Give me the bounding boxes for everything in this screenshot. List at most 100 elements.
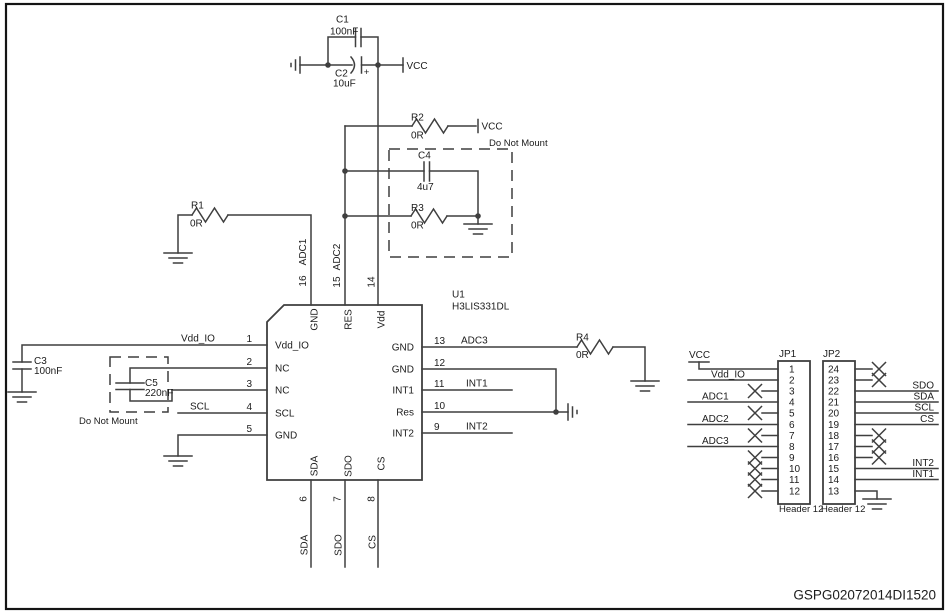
resistor-r3-symbol xyxy=(409,207,449,225)
wire-adc1-pin16 xyxy=(227,214,312,306)
r3-ref-label: R3 xyxy=(411,203,424,214)
capacitor-c1-symbol xyxy=(354,27,362,48)
no-connect-x-icon xyxy=(747,471,763,488)
u1-pin13-number: 13 xyxy=(434,336,446,347)
jp2-pin-number: 20 xyxy=(828,409,840,420)
adc2-net-label: ADC2 xyxy=(332,243,343,270)
u1-pin3-name: NC xyxy=(275,386,289,397)
u1-pin7-number: 7 xyxy=(333,496,344,502)
sdo-net-label: SDO xyxy=(334,534,345,556)
jp2-pin-number: 21 xyxy=(828,398,840,409)
c4-ref-label: C4 xyxy=(418,151,431,162)
scl-net-label-jp2: SCL xyxy=(915,403,935,414)
jp1-pin-number: 3 xyxy=(789,387,795,398)
vcc-net-label-r2: VCC xyxy=(482,122,503,133)
no-connect-x-icon xyxy=(871,449,887,466)
u1-pin16-name: GND xyxy=(310,308,321,330)
jp1-part-label: Header 12 xyxy=(779,504,823,515)
junction-dot xyxy=(475,213,481,219)
c2-ref-label: C2 xyxy=(335,69,348,80)
jp2-pin-number: 16 xyxy=(828,453,840,464)
no-connect-x-icon xyxy=(747,483,763,499)
u1-pin5-number: 5 xyxy=(246,424,252,435)
u1-pin2-number: 2 xyxy=(246,357,252,368)
jp2-pin-number: 24 xyxy=(828,365,840,376)
c5-ref-label: C5 xyxy=(145,378,158,389)
wire-r4-gnd xyxy=(612,346,646,382)
u1-pin16-number: 16 xyxy=(298,275,309,287)
jp1-pin-number: 4 xyxy=(789,398,795,409)
int1-net-label-jp2: INT1 xyxy=(912,469,934,480)
vddio-net-label: Vdd_IO xyxy=(181,334,215,345)
wire-c4-right xyxy=(428,170,479,217)
wire-c5-pin3 xyxy=(129,388,173,402)
junction-dot xyxy=(325,62,331,68)
vcc-net-label-top: VCC xyxy=(407,61,428,72)
r1-value-label: 0R xyxy=(190,219,203,230)
document-code: GSPG02072014DI1520 xyxy=(793,588,936,603)
vddio-net-label-jp1: Vdd_IO xyxy=(711,370,745,381)
u1-pin6-name: SDA xyxy=(310,455,321,476)
wire-pin2-c5 xyxy=(129,367,268,384)
jp2-pin-number: 13 xyxy=(828,487,840,498)
wire-r1-left xyxy=(177,214,193,254)
r2-value-label: 0R xyxy=(411,131,424,142)
adc1-net-label-jp1: ADC1 xyxy=(702,392,729,403)
u1-ic-body xyxy=(266,304,423,481)
adc1-net-label: ADC1 xyxy=(298,238,309,265)
sda-net-label-jp2: SDA xyxy=(913,392,934,403)
ground-symbol-top-left xyxy=(290,56,301,74)
wire-jp1-pin1-vcc xyxy=(698,361,779,370)
jp1-pin-number: 12 xyxy=(789,487,801,498)
u1-pin12-number: 12 xyxy=(434,358,446,369)
adc3-net-label: ADC3 xyxy=(461,336,488,347)
u1-pin15-name: RES xyxy=(344,309,355,330)
wire-jp2-pin13-gnd xyxy=(854,490,878,500)
u1-pin2-name: NC xyxy=(275,364,289,375)
resistor-r2-symbol xyxy=(410,117,450,135)
ground-symbol-pin5 xyxy=(163,455,193,467)
scl-net-label: SCL xyxy=(190,402,210,413)
junction-dot xyxy=(375,62,381,68)
ground-symbol-c3 xyxy=(7,391,37,403)
jp2-pin-number: 19 xyxy=(828,420,840,431)
do-not-mount-box-left xyxy=(109,356,169,413)
u1-pin9-number: 9 xyxy=(434,422,440,433)
wire-gnd-pin5 xyxy=(177,434,268,457)
u1-pin10-number: 10 xyxy=(434,401,446,412)
jp1-ref-label: JP1 xyxy=(779,349,797,360)
r4-value-label: 0R xyxy=(576,350,589,361)
no-connect-x-icon xyxy=(871,372,887,388)
u1-pin15-number: 15 xyxy=(332,276,343,288)
capacitor-c4-symbol xyxy=(423,161,431,182)
sda-net-label: SDA xyxy=(300,534,311,555)
jp1-pin-number: 1 xyxy=(789,365,795,376)
jp2-pin-number: 14 xyxy=(828,475,840,486)
u1-pin12-name: GND xyxy=(392,365,414,376)
ground-symbol-r3 xyxy=(463,223,493,235)
cs-net-label-jp2: CS xyxy=(920,414,934,425)
labels: C1 100nF C2 10uF + VCC R2 0R VCC Do Not … xyxy=(34,15,936,603)
jp1-pin-number: 5 xyxy=(789,409,795,420)
do-not-mount-note-left: Do Not Mount xyxy=(79,416,138,427)
vcc-net-label-jp1: VCC xyxy=(689,350,710,361)
jp2-pin-number: 18 xyxy=(828,431,840,442)
u1-pin13-name: GND xyxy=(392,343,414,354)
u1-pin11-number: 11 xyxy=(434,379,445,390)
u1-pin1-number: 1 xyxy=(246,334,252,345)
jp2-pin-number: 17 xyxy=(828,442,840,453)
c4-value-label: 4u7 xyxy=(417,182,434,193)
wire-vddio-pin1 xyxy=(21,344,268,363)
jp1-pin-number: 10 xyxy=(789,464,801,475)
int2-net-label-jp2: INT2 xyxy=(912,458,934,469)
jp2-pin-number: 22 xyxy=(828,387,840,398)
r2-ref-label: R2 xyxy=(411,113,424,124)
u1-pin1-name: Vdd_IO xyxy=(275,341,309,352)
do-not-mount-box-top xyxy=(388,148,513,258)
no-connect-x-icon xyxy=(871,361,887,377)
r1-ref-label: R1 xyxy=(191,201,204,212)
u1-pin7-name: SDO xyxy=(344,455,355,477)
jp1-pin-number: 2 xyxy=(789,376,795,387)
ground-symbol-r4 xyxy=(630,380,660,392)
